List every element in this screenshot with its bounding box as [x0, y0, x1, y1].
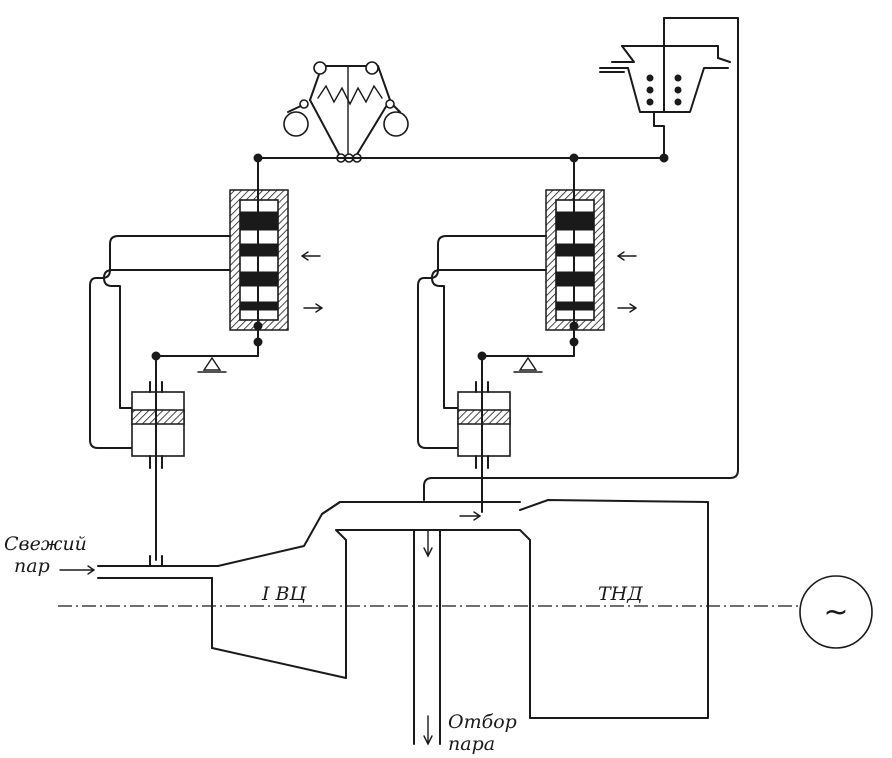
linkage-lever — [253, 153, 669, 187]
right-slide-valve — [545, 185, 638, 351]
centrifugal-governor — [283, 61, 409, 163]
steam-path — [59, 499, 709, 746]
generator-symbol: ~ — [823, 595, 848, 630]
left-slide-valve — [229, 185, 324, 351]
extraction-label-line2: пара — [448, 733, 495, 755]
right-servomotor — [457, 355, 511, 513]
extraction-label-line1: Отбор — [448, 711, 517, 733]
impulse-line — [423, 469, 739, 501]
right-oil-lines — [417, 235, 547, 449]
lp-turbine-label: ТНД — [598, 583, 643, 605]
pressure-regulator — [599, 17, 739, 471]
hp-turbine-label: I ВЦ — [261, 583, 308, 605]
left-oil-lines — [89, 235, 231, 449]
fresh-steam-label-line1: Свежий — [4, 533, 87, 555]
right-feedback-lever — [477, 337, 579, 373]
generator: ~ — [799, 575, 873, 649]
left-feedback-lever — [151, 337, 263, 373]
left-servomotor — [131, 355, 185, 561]
fresh-steam-label-line2: пар — [14, 555, 50, 577]
